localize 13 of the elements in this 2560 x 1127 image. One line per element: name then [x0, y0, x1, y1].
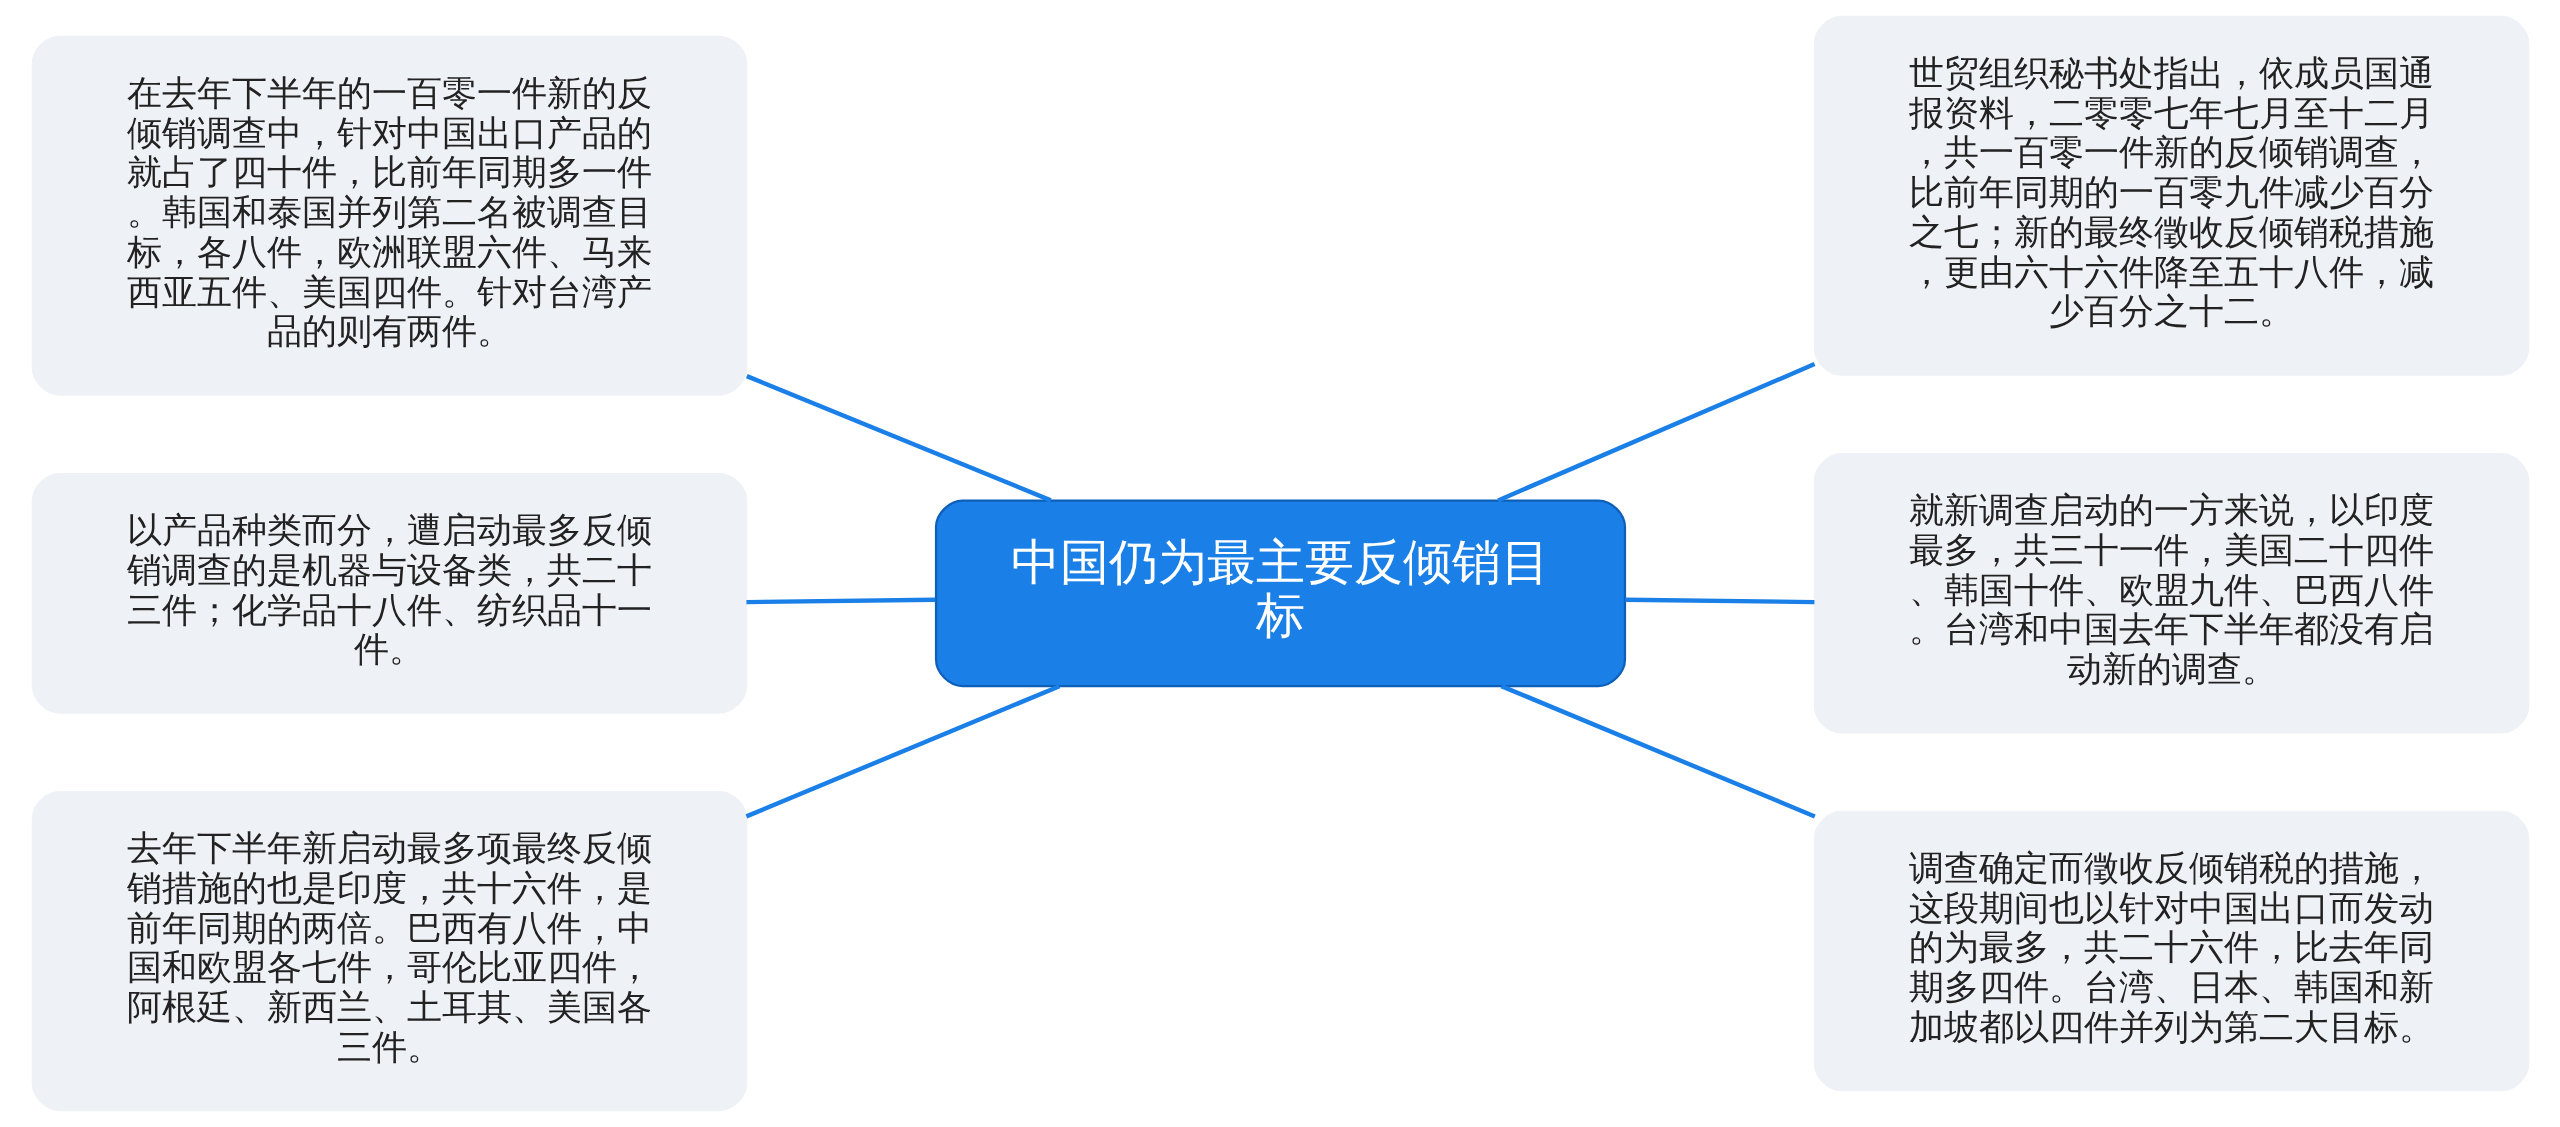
connector	[745, 374, 1052, 503]
node-box: 就新调查启动的一方来说，以印度最多，共三十一件，美国二十四件、韩国十件、欧盟九件、巴西八件。台湾和中国去年下半年都没有启动新的调查。	[1813, 453, 2529, 734]
node-box: 调查确定而徵收反倾销税的措施，这段期间也以针对中国出口而发动的为最多，共二十六件，比去年同期多四件。台湾、日本、韩国和新加坡都以四件并列为第二大目标。	[1813, 810, 2529, 1092]
connector	[1500, 684, 1816, 819]
connector	[1496, 362, 1815, 503]
node-box: 以产品种类而分，遭启动最多反倾销调查的是机器与设备类，共二十三件；化学品十八件、纺织品十一件。	[31, 472, 747, 714]
node-box: 在去年下半年的一百零一件新的反倾销调查中，针对中国出口产品的就占了四十件，比前年同期多一件。韩国和泰国并列第二名被调查目标，各八件，欧洲联盟六件、马来西亚五件、美国四件。针对台湾产品的则有两件。	[31, 35, 747, 396]
node-box: 世贸组织秘书处指出，依成员国通报资料，二零零七年七月至十二月，共一百零一件新的反倾销调查，比前年同期的一百零九件减少百分之七；新的最终徵收反倾销税措施，更由六十六件降至五十八件，减少百分之十二。	[1813, 15, 2529, 376]
node-box: 中国仍为最主要反倾销目标	[934, 499, 1626, 688]
node-box: 去年下半年新启动最多项最终反倾销措施的也是印度，共十六件，是前年同期的两倍。巴西有八件，中国和欧盟各七件，哥伦比亚四件，阿根廷、新西兰、土耳其、美国各三件。	[31, 790, 747, 1112]
connector	[745, 597, 935, 605]
connector	[1624, 597, 1814, 605]
connector	[745, 684, 1060, 819]
